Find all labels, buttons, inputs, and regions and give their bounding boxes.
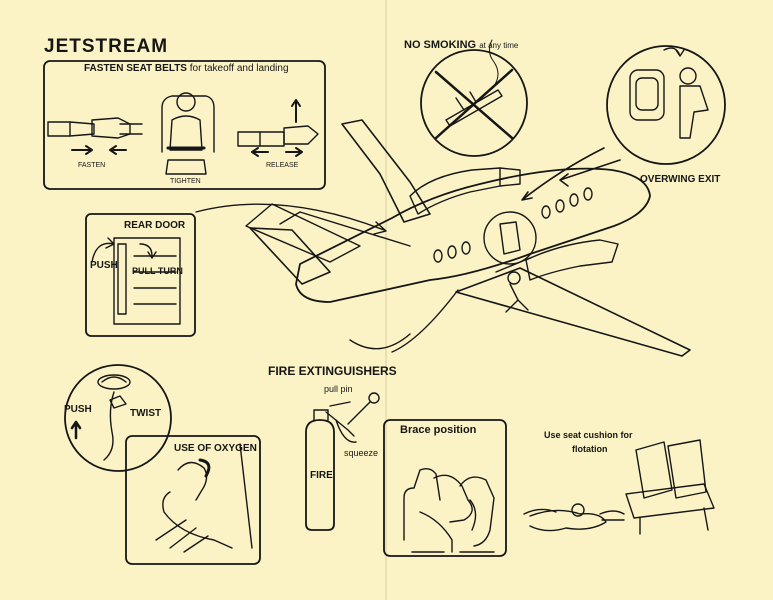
no-smoking-heading-rest: at any time xyxy=(479,41,519,50)
seat-belt-illustration xyxy=(43,60,326,190)
oxygen-illustration xyxy=(64,364,261,565)
rear-door-pull-turn-label: PULL TURN xyxy=(132,266,183,276)
oxygen-heading: USE OF OXYGEN xyxy=(174,443,257,454)
seat-belts-heading: FASTEN SEAT BELTS for takeoff and landin… xyxy=(84,63,289,74)
fire-extinguishers-heading: FIRE EXTINGUISHERS xyxy=(268,364,397,378)
fire-extinguisher-illustration xyxy=(305,392,380,531)
oxygen-twist-label: TWIST xyxy=(130,408,162,419)
flotation-line-1: Use seat cushion for xyxy=(544,430,633,440)
flotation-line-2: flotation xyxy=(572,444,608,454)
brace-position-illustration xyxy=(383,419,507,557)
airplane-illustration xyxy=(195,119,691,357)
tighten-label: TIGHTEN xyxy=(170,178,201,185)
squeeze-label: squeeze xyxy=(344,448,379,458)
flotation-illustration xyxy=(523,439,715,535)
rear-door-push-label: PUSH xyxy=(90,260,118,271)
seat-belts-heading-strong: FASTEN SEAT BELTS xyxy=(84,63,187,74)
seat-belts-heading-rest: for takeoff and landing xyxy=(189,63,289,74)
overwing-exit-illustration xyxy=(521,45,726,201)
pull-pin-label: pull pin xyxy=(324,384,353,394)
oxygen-push-label: PUSH xyxy=(64,404,92,415)
aircraft-name: JETSTREAM xyxy=(44,36,169,57)
release-label: RELEASE xyxy=(266,162,299,169)
fasten-label: FASTEN xyxy=(78,162,106,169)
brace-position-heading: Brace position xyxy=(400,424,477,436)
no-smoking-illustration xyxy=(420,39,528,157)
no-smoking-heading: NO SMOKING at any time xyxy=(404,39,518,51)
rear-door-heading: REAR DOOR xyxy=(124,220,186,231)
extinguisher-bottle-label: FIRE xyxy=(310,470,333,481)
rear-door-illustration xyxy=(85,213,196,337)
no-smoking-heading-strong: NO SMOKING xyxy=(404,39,477,51)
overwing-exit-heading: OVERWING EXIT xyxy=(640,174,721,185)
